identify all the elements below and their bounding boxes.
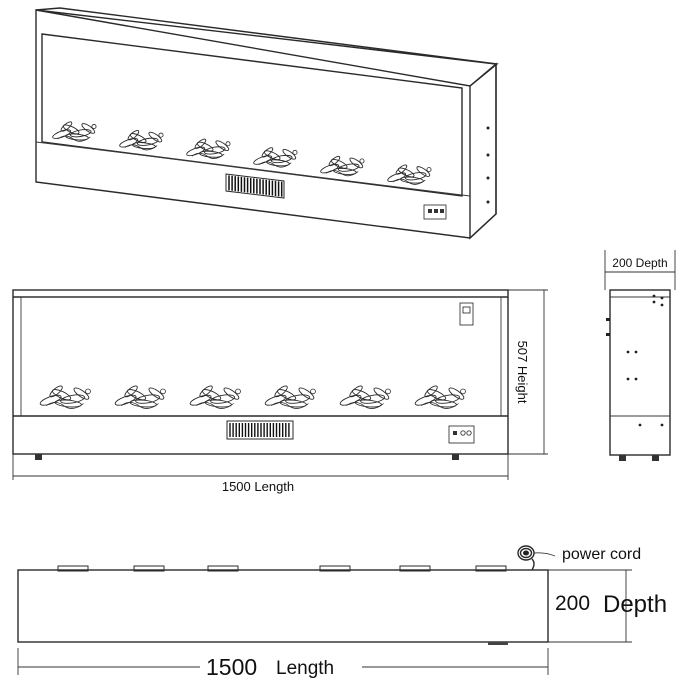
height-label: 507 Height	[515, 341, 530, 404]
log-cluster	[264, 385, 316, 409]
side-depth-label: 200 Depth	[612, 256, 667, 270]
top-length-word: Length	[276, 658, 334, 679]
mounting-tab	[399, 565, 431, 572]
iso-control-button	[434, 209, 438, 213]
log-cluster	[253, 147, 298, 168]
top-depth-word: Depth	[603, 591, 667, 618]
iso-side-face	[469, 62, 497, 240]
front-control-button	[453, 431, 457, 435]
side-outer-frame	[609, 289, 671, 456]
iso-outer-frame	[35, 9, 497, 239]
iso-glass-panel	[41, 33, 463, 197]
front-view: 507 Height 1500 Length	[12, 289, 548, 494]
log-cluster	[414, 385, 466, 409]
side-foot-right	[652, 455, 659, 461]
log-cluster	[52, 121, 97, 142]
front-control-knob	[460, 430, 466, 436]
mounting-tab	[475, 565, 507, 572]
log-cluster	[114, 385, 166, 409]
iso-log-bed	[52, 121, 432, 185]
iso-control-button	[440, 209, 444, 213]
side-wall-bracket	[606, 318, 610, 336]
front-glass-panel	[20, 296, 502, 417]
top-outer-frame	[17, 569, 549, 643]
side-view: 200 Depth	[604, 250, 676, 461]
log-cluster	[189, 385, 241, 409]
mounting-tab	[133, 565, 165, 572]
log-cluster	[320, 155, 365, 177]
front-length-label: 1500 Length	[222, 479, 294, 494]
front-wall-switch	[459, 302, 474, 326]
iso-vent-grille	[225, 173, 285, 199]
front-foot-left	[35, 454, 42, 460]
top-rear-tab	[488, 642, 508, 645]
top-mounting-tabs	[57, 565, 507, 572]
log-cluster	[39, 385, 91, 409]
front-switch-rocker	[462, 306, 471, 314]
top-depth-value: 200	[555, 592, 590, 615]
log-cluster	[119, 130, 164, 151]
front-control-panel	[448, 425, 475, 444]
top-length-value: 1500	[206, 654, 257, 680]
iso-control-panel	[423, 204, 447, 220]
mounting-tab	[207, 565, 239, 572]
front-outer-frame	[12, 289, 509, 455]
iso-side-holes	[486, 126, 490, 204]
iso-top-face	[35, 7, 499, 87]
front-foot-right	[452, 454, 459, 460]
log-cluster	[387, 164, 432, 185]
log-cluster	[186, 138, 231, 159]
log-cluster	[339, 385, 391, 409]
side-foot-left	[619, 455, 626, 461]
isometric-view	[35, 7, 499, 240]
power-cord-coil	[517, 545, 556, 571]
iso-control-button	[428, 209, 432, 213]
mounting-tab	[319, 565, 351, 572]
front-log-bed	[39, 385, 466, 409]
mounting-tab	[57, 565, 89, 572]
power-cord-label: power cord	[562, 546, 641, 563]
side-holes	[626, 294, 664, 427]
front-vent-grille	[226, 420, 294, 440]
front-control-knob	[466, 430, 472, 436]
top-view: power cord 200 Depth 1500 Length	[17, 545, 667, 680]
iso-base-line	[35, 141, 471, 197]
